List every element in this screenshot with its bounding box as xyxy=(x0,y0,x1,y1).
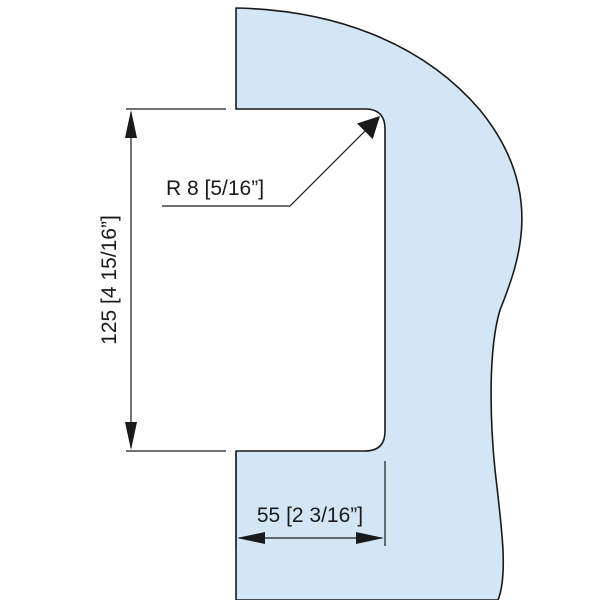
width-arrow-left xyxy=(237,532,265,544)
width-arrow-right xyxy=(356,532,384,544)
radius-dimension-label: R 8 [5/16”] xyxy=(166,177,264,200)
radius-arrow xyxy=(357,116,380,140)
width-dimension-label: 55 [2 3/16”] xyxy=(257,504,363,527)
height-arrow-bottom xyxy=(125,422,137,450)
height-arrow-top xyxy=(125,110,137,138)
height-dimension-label: 125 [4 15/16”] xyxy=(98,215,121,345)
radius-leader-line xyxy=(162,117,379,207)
glass-panel-cutout-shape xyxy=(235,7,523,600)
